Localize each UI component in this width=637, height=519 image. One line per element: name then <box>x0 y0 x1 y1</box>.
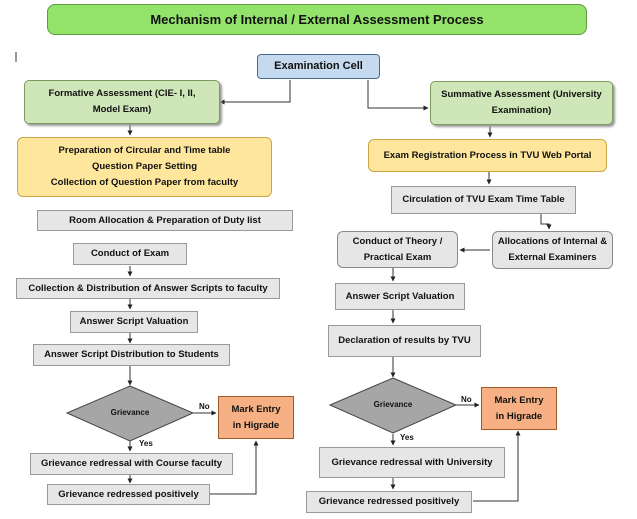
formative-assessment-label: Formative Assessment (CIE- I, II, Model … <box>48 87 196 115</box>
yes-label-left: Yes <box>139 439 153 448</box>
no-label-right: No <box>461 395 472 404</box>
grievance-diamond-right <box>328 377 458 434</box>
answer-script-valuation-box-right: Answer Script Valuation <box>335 283 465 310</box>
conduct-theory-practical-label: Conduct of Theory / Practical Exam <box>352 235 443 263</box>
allocations-examiners-label: Allocations of Internal & External Exami… <box>497 236 608 263</box>
arrow-cell-to-formative <box>219 80 291 105</box>
mark-entry-label-left: Mark Entry in Higrade <box>231 403 281 431</box>
arrow-cell-to-summative <box>367 80 429 111</box>
circulation-timetable-box: Circulation of TVU Exam Time Table <box>391 186 576 214</box>
grievance-redressed-box-right: Grievance redressed positively <box>306 491 472 513</box>
preparation-line-3: Collection of Question Paper from facult… <box>50 176 239 188</box>
examination-cell-box: Examination Cell <box>257 54 380 79</box>
grievance-redressal-box-left: Grievance redressal with Course faculty <box>30 453 233 475</box>
formative-assessment-box: Formative Assessment (CIE- I, II, Model … <box>24 80 220 124</box>
declaration-results-box: Declaration of results by TVU <box>328 325 481 357</box>
preparation-line-1: Preparation of Circular and Time table <box>58 145 231 157</box>
allocations-examiners-box: Allocations of Internal & External Exami… <box>492 231 613 269</box>
arrow-circ-to-alloc <box>540 214 552 230</box>
arrow-redressed-to-mark-r <box>473 430 521 502</box>
grievance-redressal-box-right: Grievance redressal with University <box>319 447 505 478</box>
grievance-redressed-box-left: Grievance redressed positively <box>47 484 210 505</box>
mark-entry-label-right: Mark Entry in Higrade <box>494 394 544 422</box>
mark-entry-box-right: Mark Entry in Higrade <box>481 387 557 430</box>
answer-script-valuation-box-left: Answer Script Valuation <box>70 311 198 333</box>
preparation-line-2: Question Paper Setting <box>91 161 198 173</box>
preparation-box: Preparation of Circular and Time table Q… <box>17 137 272 197</box>
grievance-diamond-left <box>65 385 195 442</box>
exam-registration-box: Exam Registration Process in TVU Web Por… <box>368 139 607 172</box>
arrow-redressed-to-mark <box>210 440 259 495</box>
grievance-label-right: Grievance <box>373 400 413 409</box>
collection-distribution-box: Collection & Distribution of Answer Scri… <box>16 278 280 299</box>
diagram-title: Mechanism of Internal / External Assessm… <box>47 4 587 35</box>
yes-label-right: Yes <box>400 433 414 442</box>
grievance-label-left: Grievance <box>110 408 150 417</box>
answer-script-distribution-box: Answer Script Distribution to Students <box>33 344 230 366</box>
conduct-exam-box: Conduct of Exam <box>73 243 187 265</box>
conduct-theory-practical-box: Conduct of Theory / Practical Exam <box>337 231 458 268</box>
room-allocation-box: Room Allocation & Preparation of Duty li… <box>37 210 293 231</box>
summative-assessment-box: Summative Assessment (University Examina… <box>430 81 613 125</box>
no-label-left: No <box>199 402 210 411</box>
summative-assessment-label: Summative Assessment (University Examina… <box>441 88 602 116</box>
mark-entry-box-left: Mark Entry in Higrade <box>218 396 294 439</box>
